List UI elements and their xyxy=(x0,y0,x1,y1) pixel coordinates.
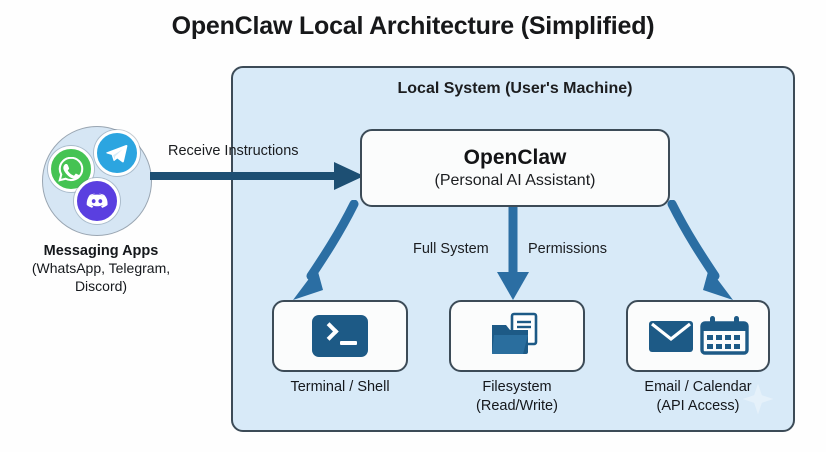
messaging-apps-detail-2: Discord) xyxy=(74,277,128,294)
telegram-icon[interactable] xyxy=(94,130,140,176)
terminal-card[interactable] xyxy=(272,300,408,372)
permissions-label-left: Full System xyxy=(413,241,489,257)
page-title: OpenClaw Local Architecture (Simplified) xyxy=(171,12,655,40)
filesystem-card-label: Filesystem (Read/Write) xyxy=(422,378,612,415)
discord-icon[interactable] xyxy=(74,178,120,224)
terminal-icon xyxy=(312,315,368,357)
email-calendar-card[interactable] xyxy=(626,300,770,372)
receive-instructions-label: Receive Instructions xyxy=(168,143,299,159)
terminal-card-label: Terminal / Shell xyxy=(245,378,435,397)
messaging-apps-node[interactable]: Messaging Apps (WhatsApp, Telegram, Disc… xyxy=(32,126,170,294)
filesystem-card[interactable] xyxy=(449,300,585,372)
messaging-apps-caption: Messaging Apps (WhatsApp, Telegram, Disc… xyxy=(8,242,194,295)
messaging-apps-detail: (WhatsApp, Telegram, xyxy=(31,260,171,277)
local-system-title: Local System (User's Machine) xyxy=(397,80,633,97)
folder-document-icon xyxy=(492,312,538,354)
terminal-label-line1: Terminal / Shell xyxy=(290,379,390,395)
email-label-line1: Email / Calendar xyxy=(644,379,752,395)
email-calendar-card-label: Email / Calendar (API Access) xyxy=(603,378,793,415)
email-calendar-icon xyxy=(649,316,749,355)
email-label-line2: (API Access) xyxy=(656,397,740,414)
openclaw-subtitle: (Personal AI Assistant) xyxy=(434,172,596,189)
sparkle-icon xyxy=(742,383,774,415)
filesystem-label-line1: Filesystem xyxy=(482,379,552,395)
openclaw-node[interactable]: OpenClaw (Personal AI Assistant) xyxy=(360,129,670,207)
filesystem-label-line2: (Read/Write) xyxy=(476,397,558,414)
receive-instructions-arrow xyxy=(150,162,364,190)
messaging-apps-title: Messaging Apps xyxy=(43,243,159,259)
permissions-label-right: Permissions xyxy=(528,241,607,257)
permission-arrows xyxy=(293,200,733,300)
openclaw-title: OpenClaw xyxy=(463,146,567,169)
